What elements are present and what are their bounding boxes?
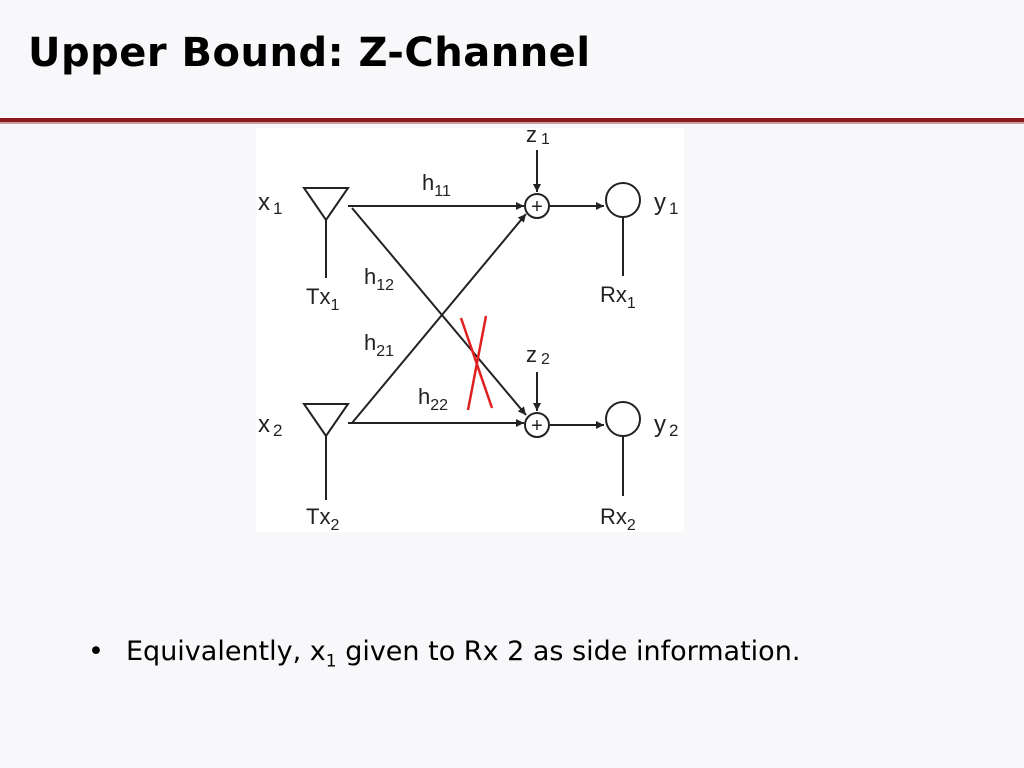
adder-1-symbol: + [531,196,543,218]
slide-title: Upper Bound: Z-Channel [28,30,591,76]
title-divider-shadow [0,122,1024,124]
label-h21: h21 [364,330,394,360]
tx1-antenna-icon [302,187,350,278]
bullet-text-after: given to Rx 2 as side information. [336,636,801,667]
link-h21 [351,213,527,424]
label-h11: h11 [422,170,451,200]
label-rx2: Rx2 [600,504,636,532]
adder-2-symbol: + [531,415,543,437]
label-rx1: Rx1 [600,282,636,312]
rx1-receiver-icon [605,182,641,276]
bullet-text-before: Equivalently, x [126,636,326,667]
rx2-receiver-icon [605,401,641,496]
adder-1-icon: + [524,193,550,219]
adder-2-icon: + [524,412,550,438]
tx2-antenna-icon [302,403,350,500]
label-tx2: Tx2 [306,504,339,532]
link-h12 [351,207,527,416]
label-h12: h12 [364,264,394,294]
title-divider [0,118,1024,122]
label-h22: h22 [418,384,448,414]
bullet-item: • Equivalently, x1 given to Rx 2 as side … [88,636,988,671]
label-tx1: Tx1 [306,284,339,314]
bullet-subscript: 1 [325,651,337,672]
bullet-symbol: • [88,636,104,667]
cross-out-mark [459,315,494,411]
